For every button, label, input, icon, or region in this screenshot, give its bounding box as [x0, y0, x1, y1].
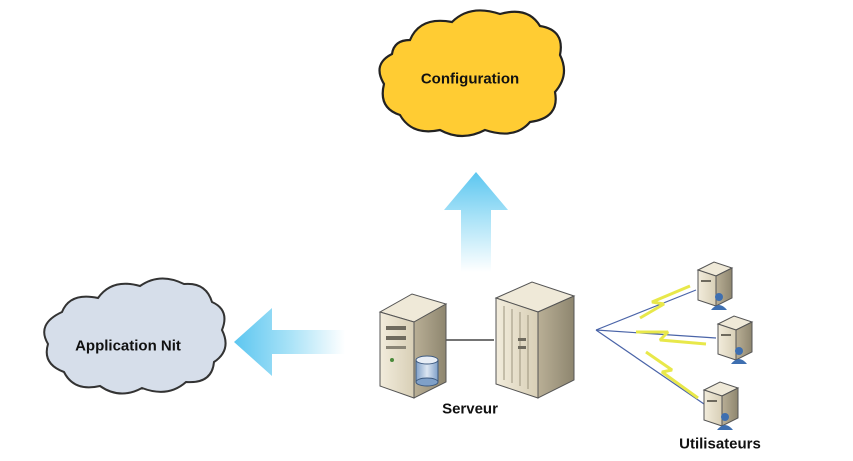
configuration-label: Configuration: [420, 70, 520, 88]
lightning-icon: [636, 284, 707, 400]
application-label: Application Nit: [75, 337, 181, 355]
arrow-to-application: [234, 308, 345, 376]
workstation-user-icon: [696, 261, 734, 310]
workstation-user-icon: [702, 381, 740, 430]
user-network-lines: [595, 289, 717, 405]
application-cloud: [43, 277, 227, 395]
server-icon: [378, 293, 448, 399]
server-label: Serveur: [442, 400, 498, 418]
server-tower-icon: [494, 281, 576, 399]
users-label: Utilisateurs: [679, 435, 761, 453]
workstation-user-icon: [716, 315, 754, 364]
arrow-to-configuration: [444, 172, 508, 272]
configuration-cloud: [378, 9, 566, 138]
database-icon: [415, 355, 439, 387]
